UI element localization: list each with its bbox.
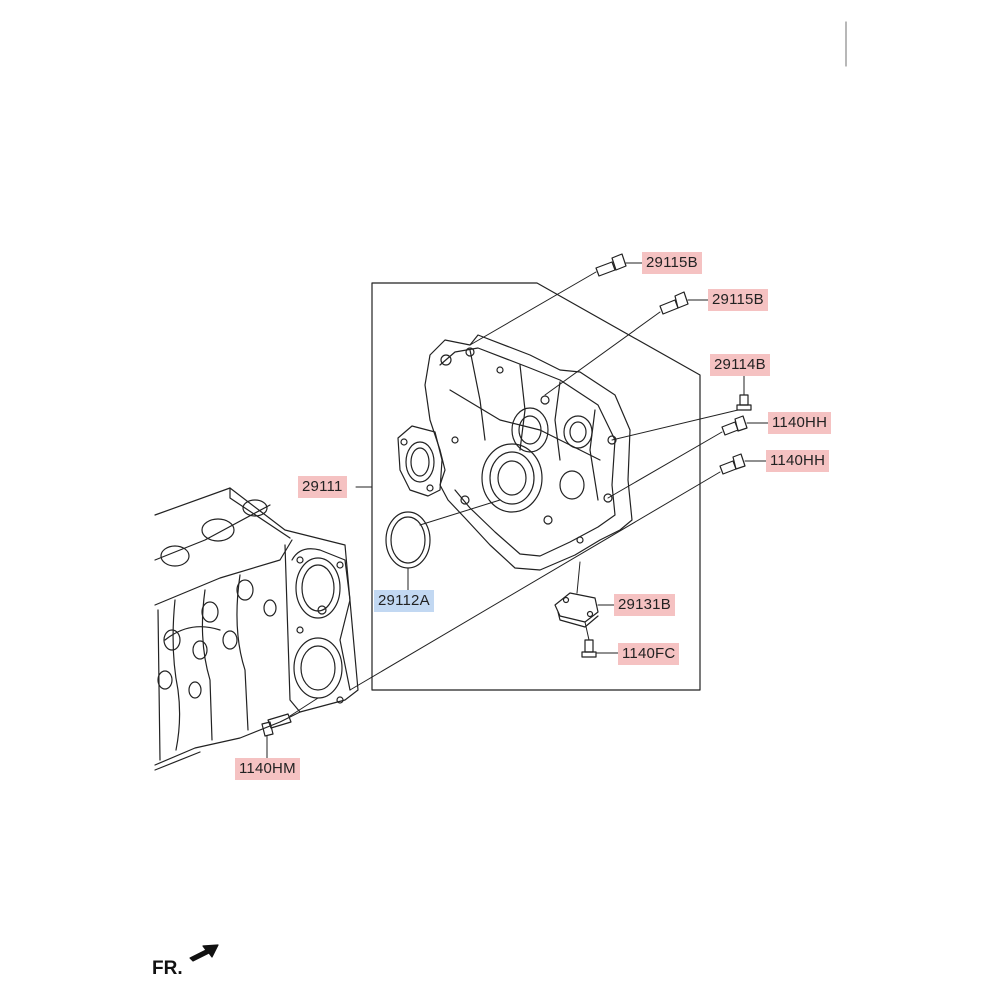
bolt-1140HH-lower (719, 453, 746, 475)
bolt-29114B (736, 394, 752, 411)
label-1140HH-upper[interactable]: 1140HH (768, 412, 832, 434)
label-29115B-second[interactable]: 29115B (708, 289, 768, 311)
label-1140HH-lower[interactable]: 1140HH (766, 450, 830, 472)
bolt-1140HH-upper (721, 415, 748, 436)
bolt-29115B-second (659, 291, 689, 315)
bolt-1140HM (261, 713, 292, 737)
label-1140HM[interactable]: 1140HM (235, 758, 300, 780)
bolt-29115B-top (595, 253, 627, 277)
front-arrow-icon (189, 944, 219, 962)
bolt-1140FC (581, 639, 597, 658)
label-29111[interactable]: 29111 (298, 476, 347, 498)
label-29112A[interactable]: 29112A (374, 590, 434, 612)
oil-seal (385, 511, 431, 569)
cover-plate (554, 592, 599, 628)
label-29114B[interactable]: 29114B (710, 354, 770, 376)
leader-lines (266, 262, 769, 759)
front-direction-label: FR. (152, 958, 183, 979)
assembly-frame (371, 282, 701, 691)
label-29131B[interactable]: 29131B (614, 594, 675, 616)
label-1140FC[interactable]: 1140FC (618, 643, 680, 665)
flywheel-housing (397, 334, 633, 571)
label-29115B-top[interactable]: 29115B (642, 252, 702, 274)
engine-block (154, 487, 359, 771)
